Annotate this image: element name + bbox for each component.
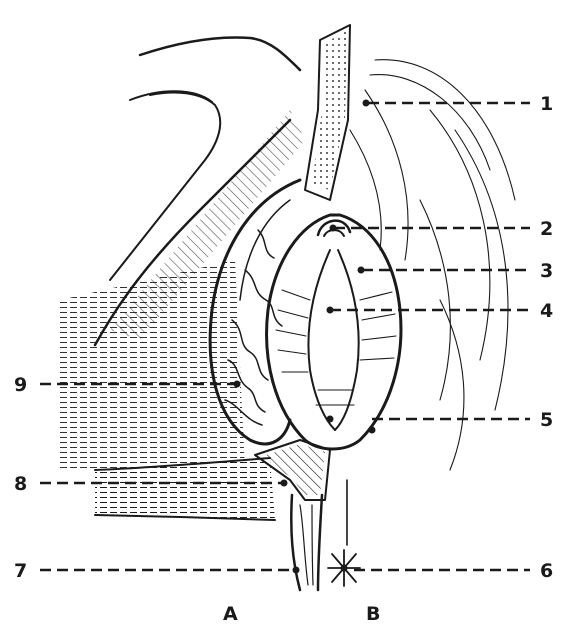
label-b: B bbox=[366, 603, 380, 625]
symphysis bbox=[305, 25, 350, 200]
label-1: 1 bbox=[540, 93, 553, 115]
label-6: 6 bbox=[540, 560, 553, 582]
lower-left-tissue bbox=[60, 260, 275, 520]
label-9: 9 bbox=[14, 374, 27, 396]
label-a: A bbox=[223, 603, 238, 625]
labia-minora bbox=[267, 215, 401, 449]
label-7: 7 bbox=[14, 560, 27, 582]
label-8: 8 bbox=[14, 473, 27, 495]
label-4: 4 bbox=[540, 300, 553, 322]
right-contour-strokes bbox=[350, 60, 515, 470]
label-2: 2 bbox=[540, 218, 553, 240]
label-3: 3 bbox=[540, 260, 553, 282]
label-5: 5 bbox=[540, 409, 553, 431]
